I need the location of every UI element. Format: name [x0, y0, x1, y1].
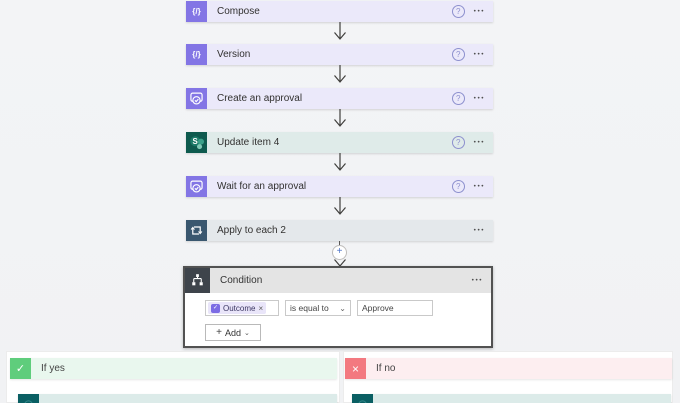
ellipsis-menu-icon[interactable]: •••	[473, 139, 485, 146]
connector-arrow-icon	[334, 153, 346, 171]
action-card-create-approval[interactable]: Create an approval ? •••	[186, 88, 493, 109]
ellipsis-menu-icon[interactable]: •••	[473, 227, 485, 234]
plus-icon: +	[216, 327, 222, 338]
approvals-mini-icon: ✓	[211, 303, 220, 313]
action-title: Update item 4	[217, 137, 280, 148]
action-title: Wait for an approval	[217, 181, 307, 192]
ellipsis-menu-icon[interactable]: •••	[473, 51, 485, 58]
condition-value-input[interactable]	[358, 301, 432, 315]
branch-label: If no	[376, 363, 396, 374]
svg-text:S: S	[193, 137, 198, 146]
sharepoint-icon: S	[186, 132, 207, 153]
condition-left-operand-field[interactable]: ✓ Outcome ×	[205, 300, 279, 316]
action-card-wait-approval[interactable]: Wait for an approval ? •••	[186, 176, 493, 197]
operator-value: is equal to	[290, 303, 329, 313]
connector-arrow-icon	[334, 65, 346, 83]
approvals-icon	[186, 176, 207, 197]
connector-arrow-icon	[334, 109, 346, 127]
action-card-update-item[interactable]: S Update item 4 ? •••	[186, 132, 493, 153]
condition-icon	[185, 268, 210, 293]
condition-title: Condition	[220, 275, 263, 286]
insert-step-button[interactable]: +	[332, 245, 347, 260]
chevron-down-icon: ⌄	[243, 329, 250, 337]
outcome-token[interactable]: ✓ Outcome ×	[208, 302, 267, 314]
action-title: Create an approval	[217, 93, 303, 104]
condition-card-header[interactable]: Condition •••	[185, 268, 491, 293]
ellipsis-menu-icon[interactable]: •••	[473, 183, 485, 190]
connector-tile-icon	[352, 394, 373, 403]
action-card-partial[interactable]	[352, 394, 671, 403]
action-card-apply-to-each[interactable]: Apply to each 2 •••	[186, 220, 493, 241]
if-yes-header[interactable]: ✓ If yes	[10, 358, 337, 379]
if-no-header[interactable]: × If no	[345, 358, 672, 379]
cross-icon: ×	[345, 358, 366, 379]
branch-label: If yes	[41, 363, 65, 374]
approvals-icon	[186, 88, 207, 109]
remove-token-icon[interactable]: ×	[258, 303, 264, 313]
ellipsis-menu-icon[interactable]: •••	[473, 95, 485, 102]
help-icon[interactable]: ?	[451, 180, 465, 193]
action-title: Version	[217, 49, 251, 60]
connector-tile-icon	[18, 394, 39, 403]
help-icon[interactable]: ?	[451, 5, 465, 18]
token-label: Outcome	[223, 303, 256, 313]
help-icon[interactable]: ?	[451, 92, 465, 105]
add-label: Add	[224, 327, 241, 338]
ellipsis-menu-icon[interactable]: •••	[473, 8, 485, 15]
ellipsis-menu-icon[interactable]: •••	[471, 277, 483, 284]
action-title: Apply to each 2	[217, 225, 286, 236]
connector-arrow-icon	[334, 22, 346, 40]
condition-body: ✓ Outcome × is equal to ⌄ + Add ⌄	[185, 293, 491, 341]
connector-arrow-icon	[334, 197, 346, 215]
action-title: Compose	[217, 6, 260, 17]
action-card-partial[interactable]	[18, 394, 337, 403]
compose-icon: {/}	[186, 44, 207, 65]
action-card-version[interactable]: {/} Version ? •••	[186, 44, 493, 65]
action-card-compose[interactable]: {/} Compose ? •••	[186, 1, 493, 22]
loop-icon	[186, 220, 207, 241]
check-icon: ✓	[10, 358, 31, 379]
condition-card[interactable]: Condition ••• ✓ Outcome × is equal to ⌄	[183, 266, 493, 348]
operator-select[interactable]: is equal to ⌄	[285, 300, 351, 316]
chevron-down-icon: ⌄	[339, 303, 346, 313]
help-icon[interactable]: ?	[451, 136, 465, 149]
add-condition-button[interactable]: + Add ⌄	[205, 324, 261, 341]
condition-right-operand-field	[357, 300, 433, 316]
compose-icon: {/}	[186, 1, 207, 22]
help-icon[interactable]: ?	[451, 48, 465, 61]
